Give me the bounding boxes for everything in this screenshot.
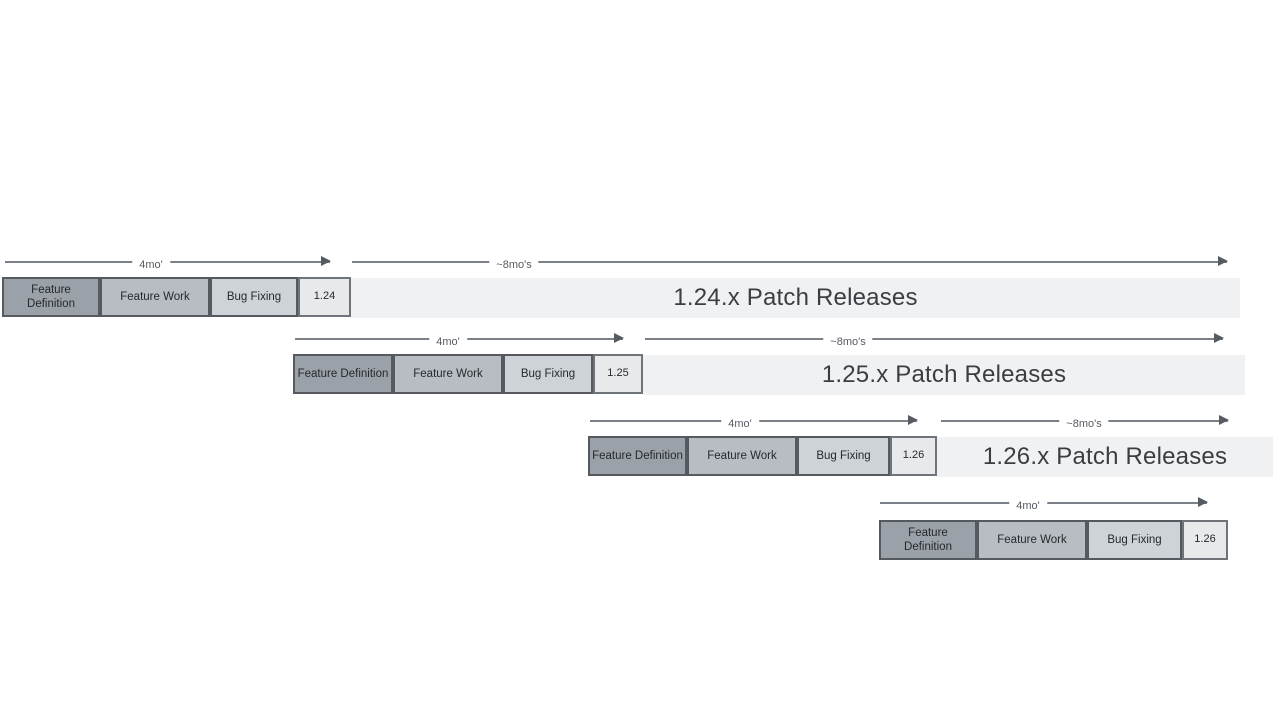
version-box: 1.25 <box>593 354 643 394</box>
patch-releases-label: 1.25.x Patch Releases <box>821 361 1067 388</box>
phase-feature-definition: Feature Definition <box>2 277 100 317</box>
duration-arrow-8mo: ~8mo's <box>352 256 1228 273</box>
duration-arrow-4mo: 4mo' <box>5 256 331 273</box>
phase-feature-work: Feature Work <box>100 277 210 317</box>
duration-arrow-8mo: ~8mo's <box>941 415 1229 432</box>
duration-arrow-4mo: 4mo' <box>590 415 918 432</box>
phase-bug-fixing: Bug Fixing <box>503 354 593 394</box>
patch-releases-bar: 1.26.x Patch Releases <box>937 437 1273 477</box>
patch-releases-label: 1.24.x Patch Releases <box>673 284 918 311</box>
phase-feature-work: Feature Work <box>977 520 1087 560</box>
phase-feature-work: Feature Work <box>687 436 797 476</box>
version-box: 1.26 <box>1182 520 1228 560</box>
duration-label-4mo: 4mo' <box>721 416 759 432</box>
phase-feature-definition: Feature Definition <box>879 520 977 560</box>
patch-releases-bar: 1.24.x Patch Releases <box>351 278 1240 318</box>
patch-releases-label: 1.26.x Patch Releases <box>982 443 1228 470</box>
phase-bug-fixing: Bug Fixing <box>1087 520 1182 560</box>
duration-label-4mo: 4mo' <box>132 257 170 273</box>
duration-label-8mo: ~8mo's <box>1059 416 1109 432</box>
duration-label-4mo: 4mo' <box>1009 498 1047 514</box>
version-box: 1.24 <box>298 277 351 317</box>
phase-bug-fixing: Bug Fixing <box>797 436 890 476</box>
duration-label-8mo: ~8mo's <box>823 334 873 350</box>
duration-arrow-8mo: ~8mo's <box>645 333 1224 350</box>
duration-label-8mo: ~8mo's <box>489 257 539 273</box>
patch-releases-bar: 1.25.x Patch Releases <box>643 355 1245 395</box>
phase-feature-work: Feature Work <box>393 354 503 394</box>
phase-bug-fixing: Bug Fixing <box>210 277 298 317</box>
phase-feature-definition: Feature Definition <box>588 436 687 476</box>
duration-arrow-4mo: 4mo' <box>880 497 1208 514</box>
phase-feature-definition: Feature Definition <box>293 354 393 394</box>
duration-arrow-4mo: 4mo' <box>295 333 624 350</box>
version-box: 1.26 <box>890 436 937 476</box>
duration-label-4mo: 4mo' <box>429 334 467 350</box>
